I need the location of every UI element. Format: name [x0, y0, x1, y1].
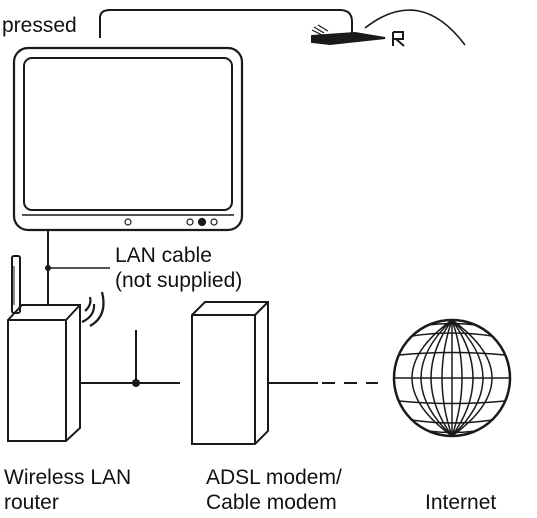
pressed-label: pressed [2, 14, 77, 37]
internet-globe [392, 318, 512, 438]
device-cord [99, 9, 353, 38]
modem-label-line2: Cable modem [206, 491, 337, 514]
router-label-line1: Wireless LAN [4, 466, 132, 489]
lan-cable-label-line2: (not supplied) [115, 269, 243, 292]
internet-label: Internet [425, 491, 497, 514]
router-label-line2: router [4, 491, 59, 514]
lan-cable-label: LAN cable (not supplied) [115, 243, 242, 293]
remote-control [311, 9, 466, 47]
router-label: Wireless LAN router [4, 465, 131, 515]
wireless-router [7, 255, 105, 442]
modem [191, 301, 269, 445]
modem-label: ADSL modem/ Cable modem [206, 465, 342, 515]
lan-cable-label-line1: LAN cable [115, 244, 212, 267]
display-device [12, 46, 244, 232]
modem-label-line1: ADSL modem/ [206, 466, 342, 489]
